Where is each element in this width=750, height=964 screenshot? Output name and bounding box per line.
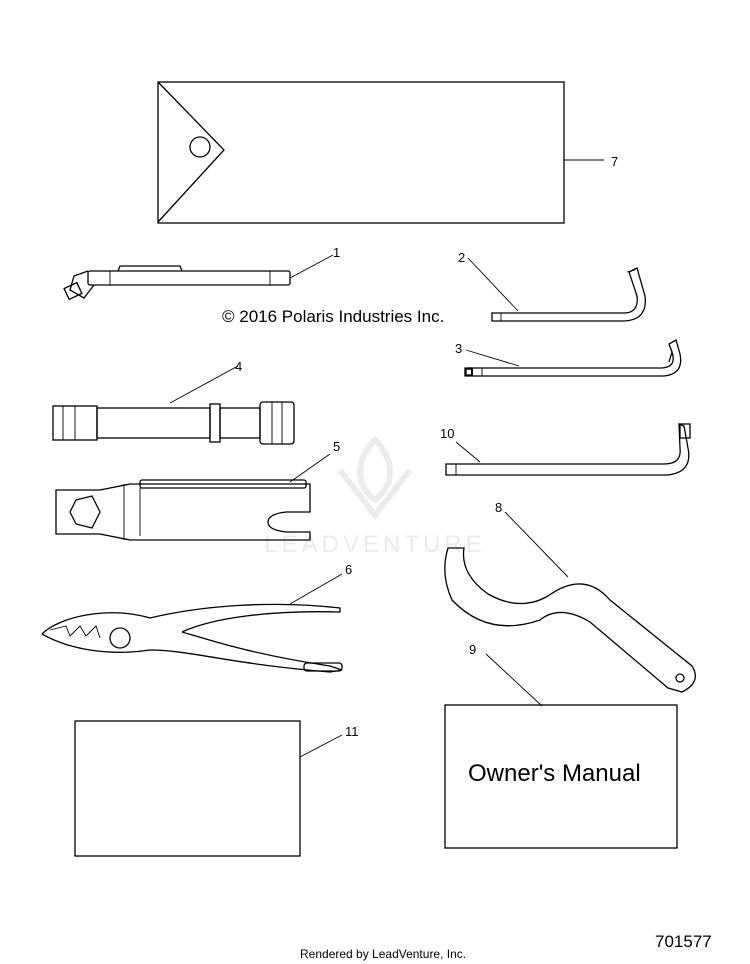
hex-key-10 [445, 423, 691, 476]
callout-1: 1 [333, 245, 340, 260]
callout-8: 8 [495, 500, 502, 515]
spanner-wrench [444, 511, 696, 693]
pliers [41, 573, 343, 673]
callout-5: 5 [333, 439, 340, 454]
watermark-flame-icon [337, 435, 413, 520]
part-number: 701577 [655, 932, 712, 951]
callout-9: 9 [469, 642, 476, 657]
callout-7: 7 [611, 154, 618, 169]
callout-10: 10 [440, 426, 454, 441]
hex-key-3 [464, 339, 682, 377]
socket-tube [52, 365, 295, 445]
tool-pouch [157, 81, 604, 224]
watermark: LEADVENTURE [264, 435, 485, 558]
watermark-text: LEADVENTURE [264, 531, 485, 558]
hex-wrench-plate [55, 453, 331, 541]
callout-4: 4 [235, 359, 242, 374]
owners-manual-label: Owner's Manual [468, 760, 641, 787]
copyright-text: © 2016 Polaris Industries Inc. [222, 307, 444, 326]
decal-card [74, 720, 343, 857]
callouts: 7 1 2 3 4 10 5 8 6 9 11 [235, 154, 618, 739]
callout-2: 2 [458, 250, 465, 265]
owners-manual: Owner's Manual [444, 653, 678, 849]
callout-6: 6 [345, 562, 352, 577]
hex-key-2 [467, 257, 646, 322]
spark-plug-tool [63, 254, 334, 301]
callout-3: 3 [455, 341, 462, 356]
footer-credit: Rendered by LeadVenture, Inc. [300, 947, 466, 961]
callout-11: 11 [345, 724, 359, 739]
